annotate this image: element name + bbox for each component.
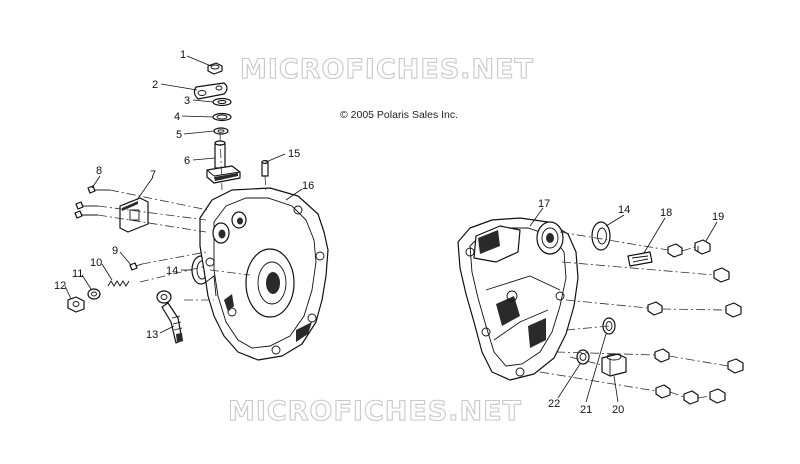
callout-20: 20 bbox=[612, 404, 624, 416]
callout-9: 9 bbox=[112, 245, 118, 257]
right-alignment-lines bbox=[539, 231, 729, 399]
part-14-seal-right bbox=[591, 221, 611, 251]
callout-21: 21 bbox=[580, 404, 592, 416]
part-13-temperature-sensor bbox=[156, 290, 183, 344]
watermark-bottom: MICROFICHES.NET bbox=[228, 396, 522, 427]
callout-16: 16 bbox=[302, 180, 314, 192]
part-18-label bbox=[627, 251, 653, 267]
callout-15: 15 bbox=[288, 148, 300, 160]
callout-2: 2 bbox=[152, 79, 158, 91]
part-16-left-crankcase-cover bbox=[199, 187, 329, 361]
callout-10: 10 bbox=[90, 257, 102, 269]
callout-11: 11 bbox=[72, 268, 83, 280]
part-22-washer bbox=[576, 349, 590, 365]
left-alignment-lines bbox=[97, 131, 267, 301]
part-11-washer bbox=[87, 288, 101, 300]
callout-3: 3 bbox=[184, 95, 190, 107]
callout-19: 19 bbox=[712, 211, 724, 223]
callout-8: 8 bbox=[96, 165, 102, 177]
callout-14-left: 14 bbox=[166, 265, 178, 277]
part-9-detent-pin bbox=[129, 262, 143, 271]
callout-14-right: 14 bbox=[618, 204, 630, 216]
callout-leaders bbox=[64, 55, 718, 403]
part-15-dowel-pin bbox=[261, 160, 269, 177]
part-20-drain-plug bbox=[601, 353, 627, 377]
callout-numbers: 1 2 3 4 5 6 7 8 9 10 11 12 13 14 15 16 1… bbox=[54, 49, 724, 416]
callout-7: 7 bbox=[150, 169, 156, 181]
part-5-washer bbox=[213, 127, 229, 135]
watermark-top: MICROFICHES.NET bbox=[240, 54, 534, 85]
part-17-right-crankcase-cover bbox=[457, 217, 579, 381]
callout-18: 18 bbox=[660, 207, 672, 219]
part-7-gear-position-sensor bbox=[119, 197, 149, 233]
part-8-screws bbox=[74, 185, 110, 219]
callout-6: 6 bbox=[184, 155, 190, 167]
callout-5: 5 bbox=[176, 129, 182, 141]
part-12-nut bbox=[67, 296, 85, 313]
callout-12: 12 bbox=[54, 280, 66, 292]
part-2-shift-arm bbox=[193, 82, 228, 100]
callout-4: 4 bbox=[174, 111, 180, 123]
part-6-shift-shaft bbox=[206, 140, 241, 184]
callout-13: 13 bbox=[146, 329, 158, 341]
callout-1: 1 bbox=[180, 49, 186, 61]
copyright-notice: © 2005 Polaris Sales Inc. bbox=[340, 109, 458, 121]
part-3-washer bbox=[212, 97, 232, 107]
part-21-o-ring bbox=[602, 317, 616, 335]
part-19-bolts bbox=[647, 239, 744, 405]
callout-22: 22 bbox=[548, 398, 560, 410]
part-10-spring bbox=[107, 280, 130, 287]
part-1-nut bbox=[207, 62, 223, 75]
callout-17: 17 bbox=[538, 198, 550, 210]
